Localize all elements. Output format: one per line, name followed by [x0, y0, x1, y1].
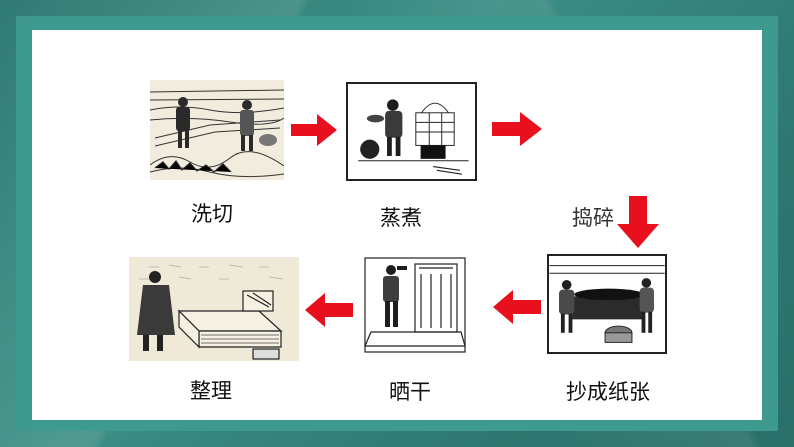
illustration-steam [346, 82, 477, 181]
illustration-form-paper [547, 254, 667, 354]
arrow-wash-to-steam [291, 114, 337, 146]
illustration-dry [361, 254, 469, 356]
label-steam: 蒸煮 [380, 206, 422, 230]
arrow-dry-to-arrange [305, 293, 353, 327]
arrow-form-to-dry [493, 290, 541, 324]
arrow-steam-to-pound [492, 112, 542, 146]
illustration-arrange [129, 257, 299, 361]
arrow-pound-down [617, 196, 659, 248]
label-pound: 捣碎 [572, 206, 614, 230]
label-form-paper: 抄成纸张 [566, 380, 650, 404]
label-wash-cut: 洗切 [191, 202, 233, 226]
label-dry: 晒干 [389, 380, 431, 404]
label-arrange: 整理 [190, 379, 232, 403]
illustration-wash-cut [150, 80, 284, 180]
